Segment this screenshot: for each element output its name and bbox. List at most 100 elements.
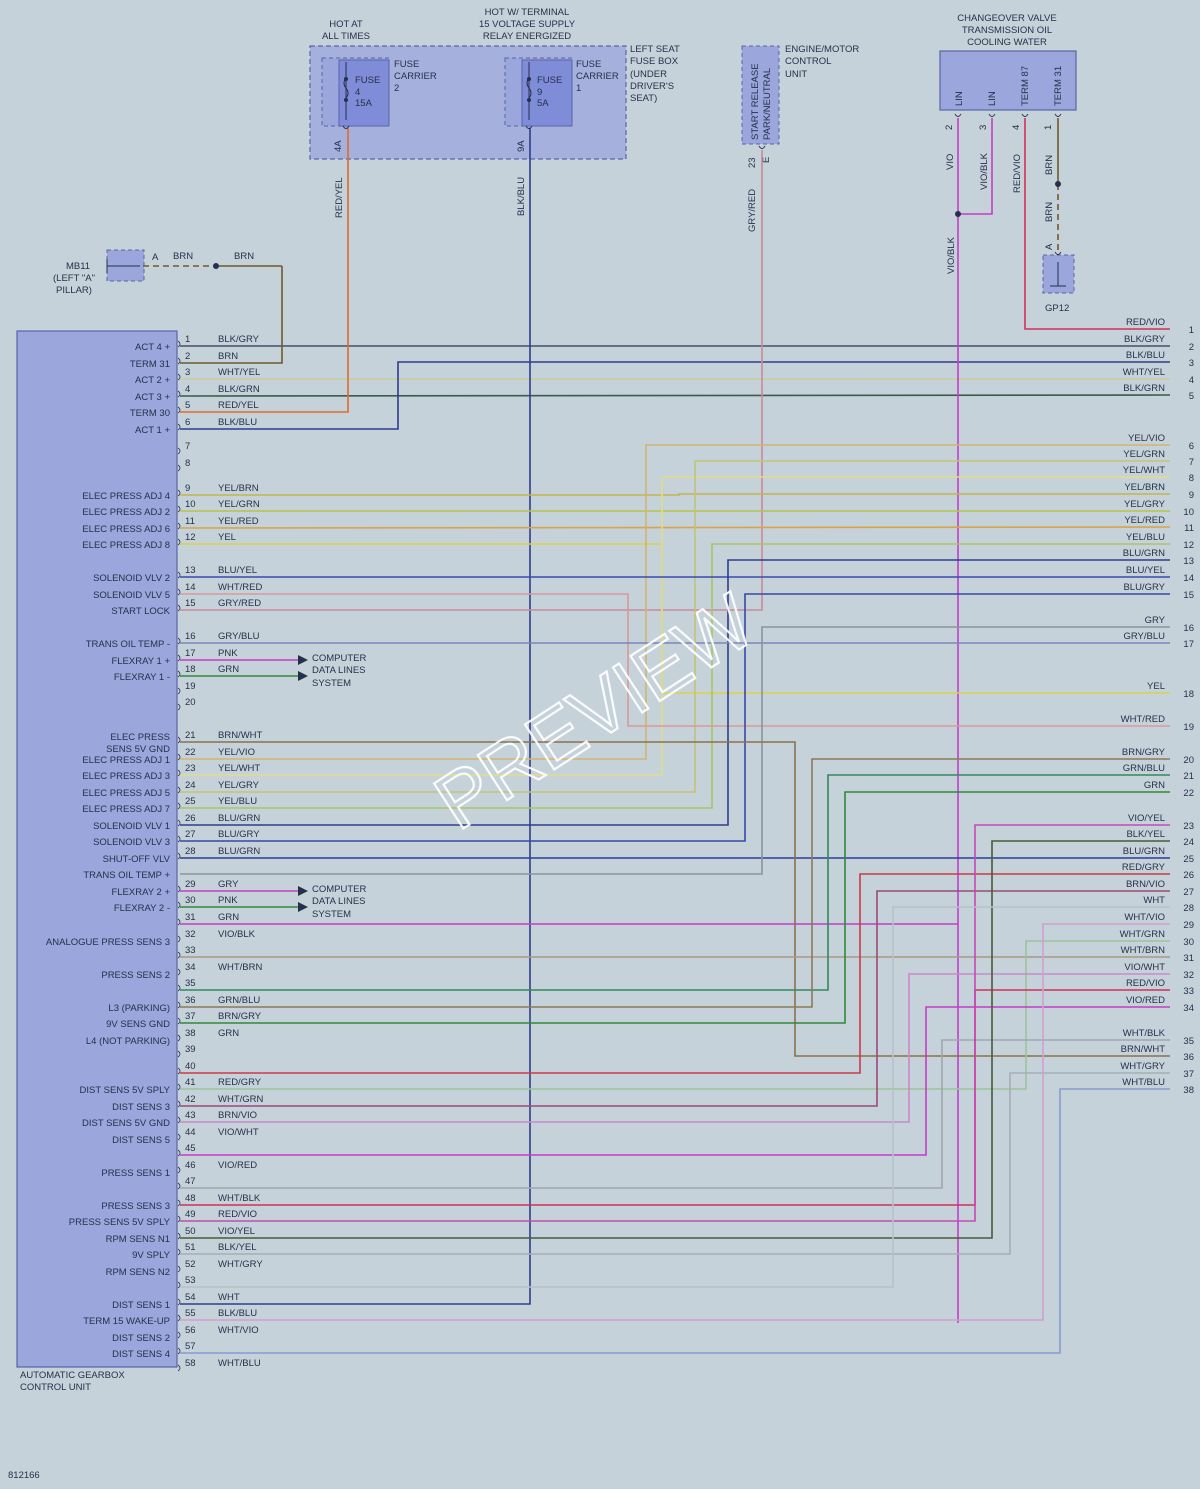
tcu-pin-1-contact	[177, 340, 181, 348]
wire-brn-vio-pin-43	[180, 890, 1170, 1107]
right-pin-13-number: 13	[1183, 556, 1194, 567]
cv-pin-name-lin-2: LIN	[987, 91, 998, 106]
svg-text:CONTROL UNIT: CONTROL UNIT	[20, 1382, 91, 1393]
wire-blu-gry-pin-27	[180, 593, 1170, 842]
svg-text:CARRIER: CARRIER	[576, 71, 619, 82]
data-line-arrow-icon	[298, 655, 308, 665]
tcu-pin-function: SOLENOID VLV 5	[93, 590, 170, 601]
right-pin-35-wire-label: WHT/BLK	[1123, 1028, 1166, 1039]
right-pin-32-wire-label: VIO/WHT	[1124, 962, 1165, 973]
right-pin-36-number: 36	[1183, 1052, 1194, 1063]
connector-contact	[1054, 113, 1062, 117]
tcu-pin-57-number: 57	[185, 1341, 196, 1352]
splice-junction	[1055, 181, 1061, 187]
tcu-pin-function: ELEC PRESS ADJ 1	[82, 755, 170, 766]
ecm-pin-name-2: PARK/NEUTRAL	[762, 68, 773, 140]
tcu-pin-36-contact	[177, 1001, 181, 1009]
tcu-pin-27-contact	[177, 835, 181, 843]
tcu-pin-function: DIST SENS 4	[112, 1349, 170, 1360]
tcu-pin-48-contact	[177, 1199, 181, 1207]
svg-text:HOT AT: HOT AT	[329, 19, 363, 30]
tcu-pin-function: TERM 30	[130, 408, 170, 419]
tcu-pin-function: RPM SENS N1	[106, 1234, 170, 1245]
svg-text:9: 9	[537, 87, 542, 98]
right-pin-20-number: 20	[1183, 755, 1194, 766]
tcu-pin-13-wire-label: BLU/YEL	[218, 565, 257, 576]
right-pin-15-wire-label: BLU/GRY	[1123, 582, 1165, 593]
tcu-pin-41-contact	[177, 1083, 181, 1091]
tcu-pin-24-number: 24	[185, 780, 196, 791]
tcu-pin-26-wire-label: BLU/GRN	[218, 813, 260, 824]
automatic-gearbox-control-unit	[16, 330, 178, 1368]
fuse-9: FUSE 9 5A	[521, 59, 573, 127]
tcu-pin-2-contact	[177, 357, 181, 365]
wire-label-red-yel-fuse: RED/YEL	[334, 177, 345, 218]
engine-motor-control-unit	[741, 45, 780, 145]
tcu-pin-32-number: 32	[185, 929, 196, 940]
fuse-4: FUSE 4 15A	[338, 59, 390, 127]
wire-wht-red-pin-14	[180, 593, 1170, 727]
tcu-pin-function: ELEC PRESS ADJ 2	[82, 507, 170, 518]
svg-text:15 VOLTAGE SUPPLY: 15 VOLTAGE SUPPLY	[479, 19, 576, 30]
right-pin-28-wire-label: WHT	[1143, 895, 1165, 906]
tcu-pin-50-number: 50	[185, 1226, 196, 1237]
tcu-pin-28-contact	[177, 852, 181, 860]
tcu-pin-4-contact	[177, 390, 181, 398]
tcu-pin-15-number: 15	[185, 598, 196, 609]
tcu-pin-11-wire-label: YEL/RED	[218, 516, 259, 527]
tcu-pin-function: TRANS OIL TEMP +	[83, 870, 170, 881]
right-pin-8-wire-label: YEL/WHT	[1123, 465, 1165, 476]
tcu-pin-4-number: 4	[185, 384, 190, 395]
tcu-pin-29-number: 29	[185, 879, 196, 890]
tcu-pin-23-wire-label: YEL/WHT	[218, 763, 260, 774]
right-connector-pins: RED/VIO1BLK/GRY2BLK/BLU3WHT/YEL4BLK/GRN5…	[1120, 317, 1194, 1096]
tcu-pin-16-contact	[177, 637, 181, 645]
tcu-pin-34-number: 34	[185, 962, 196, 973]
tcu-pin-53-contact	[177, 1281, 181, 1289]
tcu-pin-function: ELEC PRESS ADJ 3	[82, 771, 170, 782]
tcu-pin-54-number: 54	[185, 1292, 196, 1303]
right-pin-30-wire-label: WHT/GRN	[1120, 929, 1166, 940]
svg-text:15A: 15A	[355, 98, 373, 109]
ground-gp12-pin: A	[1044, 243, 1055, 250]
right-pin-6-number: 6	[1189, 441, 1194, 452]
right-pin-12-wire-label: YEL/BLU	[1126, 532, 1165, 543]
svg-text:(UNDER: (UNDER	[630, 69, 667, 80]
tcu-pin-25-number: 25	[185, 796, 196, 807]
tcu-pin-17-wire-label: PNK	[218, 648, 238, 659]
right-pin-18-wire-label: YEL	[1147, 681, 1165, 692]
tcu-pin-23-number: 23	[185, 763, 196, 774]
tcu-pin-44-wire-label: VIO/WHT	[218, 1127, 259, 1138]
svg-text:FUSE: FUSE	[355, 75, 380, 86]
wire-blk-blu-pin-55	[180, 128, 531, 1305]
wire-yel-gry-pin-24	[180, 460, 1170, 793]
wire-yel-blu-pin-25	[180, 543, 1170, 809]
wire-label-blk-blu-fuse: BLK/BLU	[516, 177, 527, 216]
diagram-id: 812166	[8, 1470, 40, 1481]
tcu-pin-50-contact	[177, 1232, 181, 1240]
svg-text:RELAY ENERGIZED: RELAY ENERGIZED	[483, 31, 571, 42]
wire-brn-gry-pin-37	[180, 758, 1170, 1008]
right-pin-6-wire-label: YEL/VIO	[1128, 433, 1165, 444]
tcu-pin-18-wire-label: GRN	[218, 664, 239, 675]
ground-mb11-symbol	[106, 259, 140, 273]
tcu-pin-function: SHUT-OFF VLV	[103, 854, 171, 865]
tcu-pin-19-number: 19	[185, 681, 196, 692]
tcu-pin-function: ACT 1 +	[135, 425, 170, 436]
wire-wht-grn-pin-42	[180, 940, 1170, 1090]
tcu-pin-12-contact	[177, 538, 181, 546]
wire-blk-blu-pin-6	[180, 361, 1170, 430]
right-pin-5-wire-label: BLK/GRN	[1123, 383, 1165, 394]
tcu-pin-49-contact	[177, 1215, 181, 1223]
tcu-pin-46-number: 46	[185, 1160, 196, 1171]
splice-junction	[955, 211, 961, 217]
tcu-pin-8-number: 8	[185, 458, 190, 469]
svg-text:AUTOMATIC GEARBOX: AUTOMATIC GEARBOX	[20, 1370, 125, 1381]
right-pin-11-number: 11	[1184, 523, 1194, 534]
tcu-pin-49-number: 49	[185, 1209, 196, 1220]
tcu-pin-45-number: 45	[185, 1143, 196, 1154]
tcu-pin-function: FLEXRAY 2 -	[114, 903, 170, 914]
right-pin-7-number: 7	[1189, 457, 1194, 468]
tcu-pin-55-number: 55	[185, 1308, 196, 1319]
wire-wht-gry-pin-52	[180, 1072, 1170, 1255]
